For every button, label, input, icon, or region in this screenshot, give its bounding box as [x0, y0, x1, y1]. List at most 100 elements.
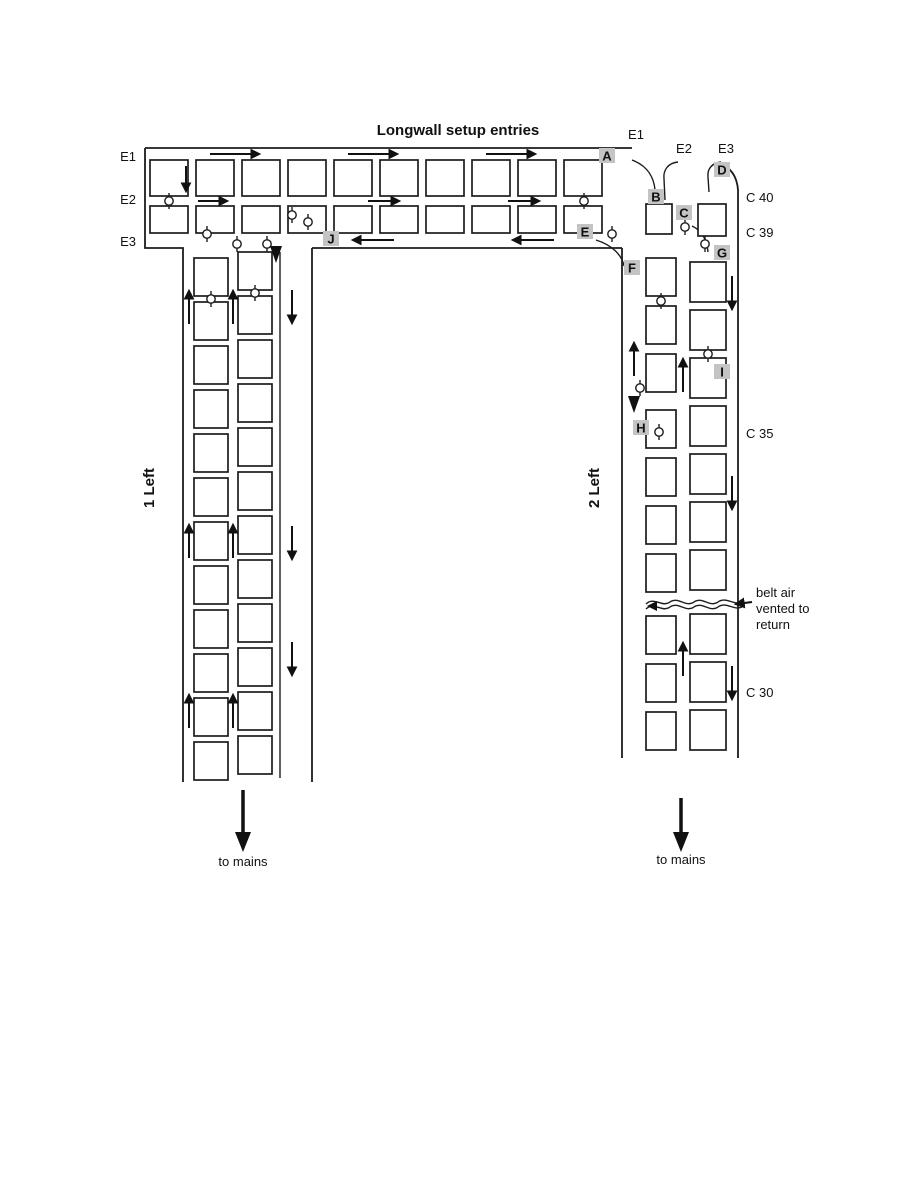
pillar: [645, 257, 677, 297]
pillar: [237, 471, 273, 511]
pillar: [425, 205, 465, 234]
to-mains-label-right: to mains: [656, 852, 706, 867]
pillar: [237, 251, 273, 291]
marker-highlight: [624, 260, 640, 275]
stopping-symbol: [700, 236, 710, 252]
belt-air-wavy-line: [645, 599, 743, 605]
pillar: [697, 203, 727, 237]
pillar: [193, 257, 229, 297]
to-mains-label-left: to mains: [218, 854, 268, 869]
pillar: [193, 741, 229, 781]
pillar: [193, 653, 229, 693]
marker-letter: C: [679, 206, 689, 221]
belt-note-line-1: belt air: [756, 585, 796, 600]
to-mains-left-arrow: to mains: [218, 790, 268, 869]
stopping-symbol: [656, 293, 666, 309]
pillars-2-left-column-1: [645, 257, 677, 751]
stopping-symbol: [250, 285, 260, 301]
pillar: [237, 427, 273, 467]
pillar: [689, 709, 727, 751]
e2-entry-hook-curve: [663, 161, 679, 201]
pillar: [689, 453, 727, 495]
marker-highlight: [633, 420, 649, 435]
pillar: [333, 205, 373, 234]
pillar: [563, 159, 603, 197]
pillar: [193, 565, 229, 605]
pillars-1-left-column-2: [237, 251, 273, 775]
pillar: [193, 477, 229, 517]
pillars-2-left-column-2: [689, 261, 727, 751]
pillar: [237, 339, 273, 379]
location-marker-f: F: [624, 260, 640, 276]
stopping-symbol: [680, 219, 690, 235]
pillar: [689, 501, 727, 543]
stopping-symbol: [287, 207, 297, 223]
marker-letter: D: [717, 163, 726, 178]
crosscut-label-c40: C 40: [746, 190, 773, 205]
pillars-setup-row-1: [149, 159, 603, 197]
panel-label-2-left: 2 Left: [586, 468, 603, 508]
panel-label-1-left: 1 Left: [141, 468, 158, 508]
pillar: [193, 433, 229, 473]
pillar: [237, 603, 273, 643]
pillar: [241, 205, 281, 234]
pillar: [689, 613, 727, 655]
entry-junction-curves: [595, 159, 722, 267]
e3-turn-curve: [595, 239, 625, 267]
pillar: [195, 159, 235, 197]
entry-label-e1-top: E1: [628, 127, 644, 142]
pillar: [237, 515, 273, 555]
crosscut-label-c30: C 30: [746, 685, 773, 700]
pillar: [237, 647, 273, 687]
entry-label-e2-left: E2: [120, 192, 136, 207]
stopping-symbol: [202, 226, 212, 242]
crosscut-label-c39: C 39: [746, 225, 773, 240]
location-marker-h: H: [633, 420, 649, 436]
pillar: [193, 697, 229, 737]
location-marker-a: A: [599, 148, 615, 164]
pillar: [195, 205, 235, 234]
pillar: [237, 735, 273, 775]
location-marker-j: J: [323, 231, 339, 247]
regulator-triangle-icon: [270, 246, 282, 263]
pillar: [237, 691, 273, 731]
pillars-1-left-column-1: [193, 257, 229, 781]
left-outer-boundary-line: [144, 148, 184, 782]
pillar: [193, 345, 229, 385]
pillar: [333, 159, 373, 197]
marker-letter: F: [628, 261, 636, 276]
to-mains-arrowhead-icon: [673, 832, 689, 852]
marker-letter: B: [651, 190, 660, 205]
pillar: [193, 521, 229, 561]
location-marker-e: E: [577, 224, 593, 240]
stopping-symbol: [206, 291, 216, 307]
pillar: [645, 353, 677, 393]
marker-highlight: [577, 224, 593, 239]
regulator-triangle-icon: [628, 396, 640, 413]
pillar: [237, 295, 273, 335]
pillar: [689, 661, 727, 703]
crosscut-label-c35: C 35: [746, 426, 773, 441]
boundary-lines: [144, 147, 739, 782]
pillar: [645, 615, 677, 655]
entry-label-e3-left: E3: [120, 234, 136, 249]
entry-label-e3-top: E3: [718, 141, 734, 156]
pillar: [193, 609, 229, 649]
pillar: [237, 559, 273, 599]
stoppings: [164, 193, 713, 440]
pillar: [193, 301, 229, 341]
pillar: [689, 309, 727, 351]
pillar: [237, 383, 273, 423]
pillar: [689, 549, 727, 591]
pillar: [517, 205, 557, 234]
marker-letter: H: [636, 421, 645, 436]
pillar: [379, 159, 419, 197]
location-marker-i: I: [714, 364, 730, 380]
pillar: [689, 261, 727, 303]
pillar: [645, 203, 673, 235]
pillar: [517, 159, 557, 197]
marker-letter: A: [602, 149, 612, 164]
belt-note-line-2: vented to: [756, 601, 810, 616]
stopping-symbol: [654, 424, 664, 440]
